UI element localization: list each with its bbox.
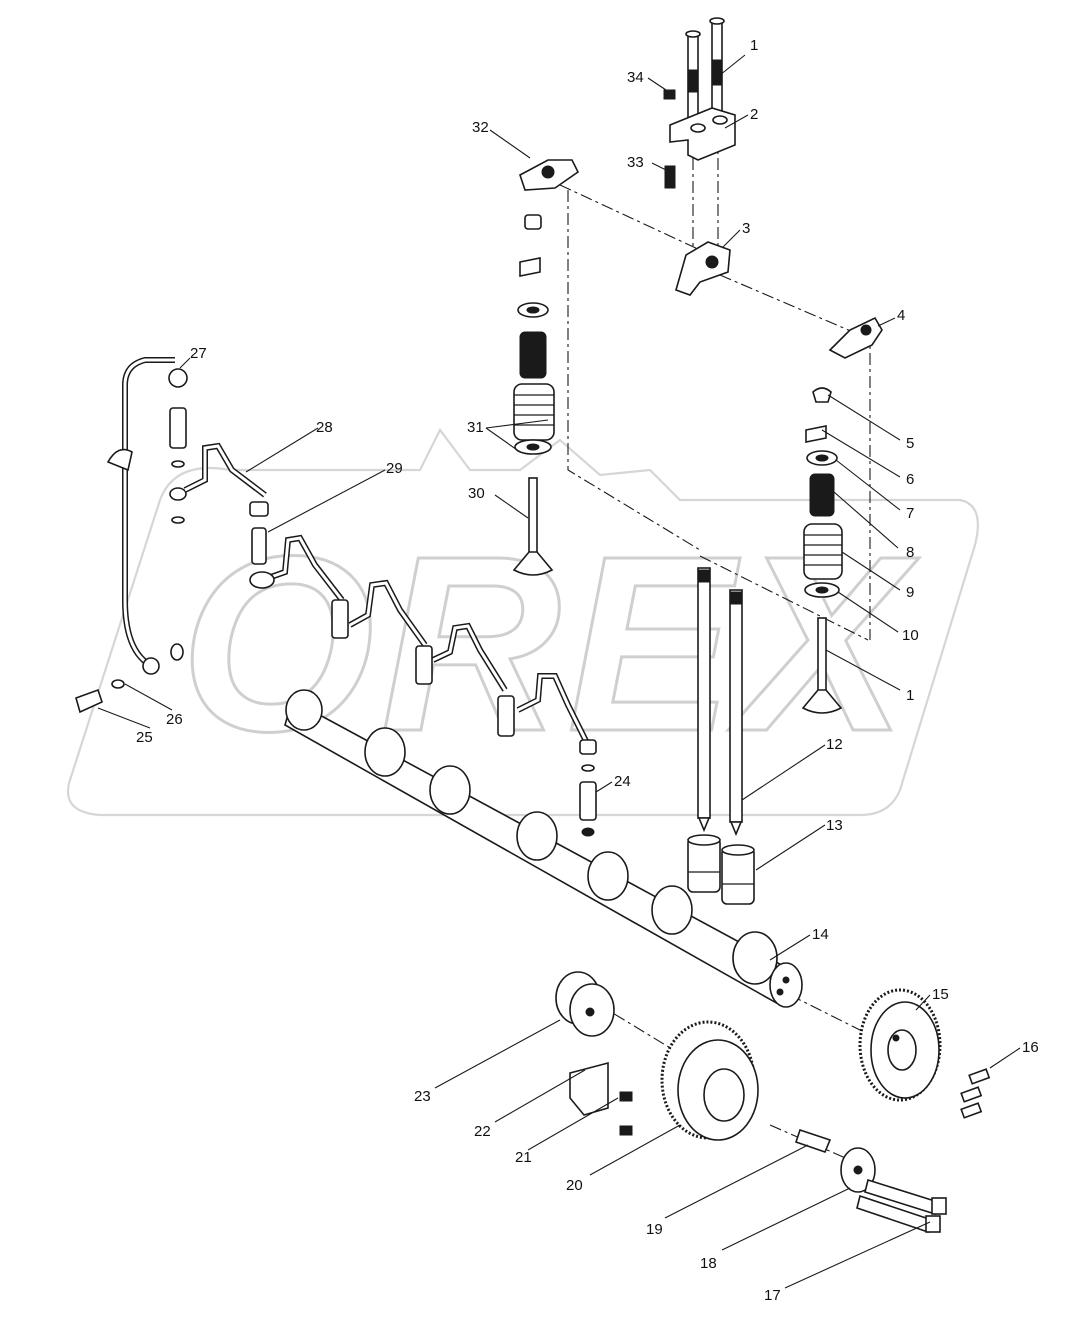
gear-bolts [960, 1068, 991, 1119]
rocker-support-bracket [669, 107, 736, 161]
callout-21: 21 [515, 1149, 532, 1166]
callout-8: 8 [906, 544, 914, 561]
callout-18: 18 [700, 1255, 717, 1272]
idler-shaft [794, 1128, 832, 1154]
callout-12: 12 [826, 736, 843, 753]
callout-10: 10 [902, 627, 919, 644]
callout-25: 25 [136, 729, 153, 746]
valve-train-right [801, 387, 843, 714]
callout-labels: 1 2 3 4 5 6 7 8 9 10 1 12 13 14 15 16 17… [136, 37, 1039, 1304]
camshaft-gear [858, 988, 942, 1102]
rocker-support-bolts [685, 17, 725, 121]
callout-29: 29 [386, 460, 403, 477]
fuel-injection-pipes [183, 442, 597, 837]
leader-lines [97, 54, 1021, 1289]
callout-30: 30 [468, 485, 485, 502]
callout-23: 23 [414, 1088, 431, 1105]
callout-34: 34 [627, 69, 644, 86]
callout-33: 33 [627, 154, 644, 171]
callout-4: 4 [897, 307, 905, 324]
callout-32: 32 [472, 119, 489, 136]
long-bolts [856, 1178, 947, 1234]
callout-17: 17 [764, 1287, 781, 1304]
callout-1: 1 [750, 37, 758, 54]
watermark-text: OREX [180, 504, 920, 783]
bracket-screw [664, 165, 676, 189]
callout-31: 31 [467, 419, 484, 436]
callout-19: 19 [646, 1221, 663, 1238]
watermark: OREX [66, 427, 979, 817]
callout-7: 7 [906, 505, 914, 522]
callout-6: 6 [906, 471, 914, 488]
idler-plate [569, 1061, 633, 1136]
callout-13: 13 [826, 817, 843, 834]
fuel-return-pipe [75, 357, 188, 714]
callout-3: 3 [742, 220, 750, 237]
camshaft [284, 689, 803, 1008]
tappets [687, 834, 755, 905]
idler-gear [660, 1020, 759, 1141]
callout-24: 24 [614, 773, 631, 790]
callout-28: 28 [316, 419, 333, 436]
callout-20: 20 [566, 1177, 583, 1194]
callout-22: 22 [474, 1123, 491, 1140]
callout-26: 26 [166, 711, 183, 728]
callout-5: 5 [906, 435, 914, 452]
callout-27: 27 [190, 345, 207, 362]
callout-16: 16 [1022, 1039, 1039, 1056]
callout-14: 14 [812, 926, 829, 943]
callout-9: 9 [906, 584, 914, 601]
thrust-washer [840, 1147, 876, 1193]
rocker-arm-32 [519, 159, 580, 191]
callout-11: 1 [906, 687, 914, 704]
push-rods [697, 567, 743, 837]
rocker-arm-3 [675, 241, 731, 296]
callout-2: 2 [750, 106, 758, 123]
callout-15: 15 [932, 986, 949, 1003]
idler-hub [555, 971, 615, 1037]
rocker-arm-4 [828, 316, 883, 359]
bracket-nut [663, 89, 676, 100]
valve-train-left [512, 214, 555, 576]
